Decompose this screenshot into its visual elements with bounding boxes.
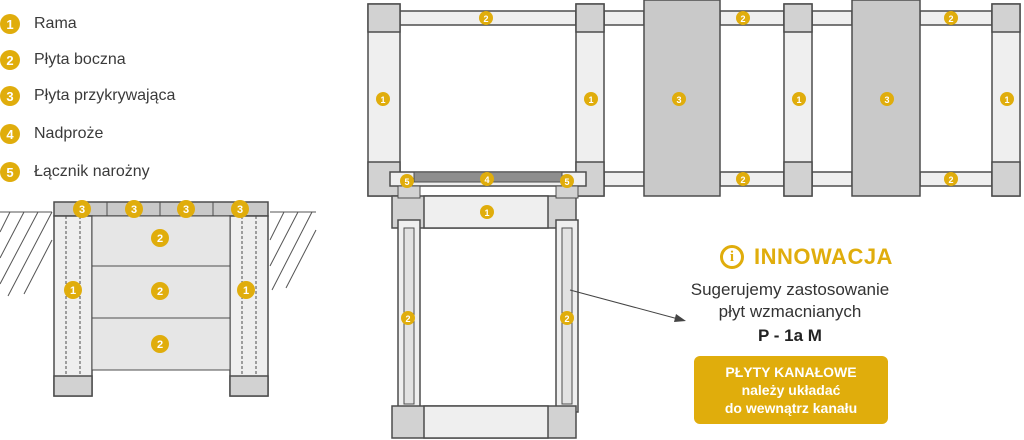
svg-text:3: 3 — [183, 204, 189, 216]
number-marker: 2 — [151, 282, 169, 300]
svg-text:1: 1 — [70, 285, 76, 297]
number-marker: 2 — [944, 172, 958, 186]
svg-text:2: 2 — [948, 14, 953, 24]
number-marker: 1 — [376, 92, 390, 106]
svg-text:2: 2 — [483, 14, 488, 24]
svg-text:5: 5 — [404, 177, 409, 187]
legend-badge: 3 — [0, 86, 20, 106]
svg-text:1: 1 — [588, 95, 593, 105]
rail-bottom-4 — [811, 171, 853, 187]
svg-text:3: 3 — [237, 204, 243, 216]
legend-badge: 4 — [0, 124, 20, 144]
notice-line-3: do wewnątrz kanału — [724, 400, 858, 416]
legend-item: 3 Płyta przykrywająca — [0, 84, 175, 108]
rail-top-4 — [811, 10, 853, 26]
svg-text:1: 1 — [1004, 95, 1009, 105]
legend-badge: 2 — [0, 50, 20, 70]
svg-text:2: 2 — [157, 233, 163, 245]
section-foot-left — [53, 375, 93, 397]
legend-item: 5 Łącznik narożny — [0, 160, 150, 184]
legend-badge: 5 — [0, 162, 20, 182]
channel-plates-notice: PŁYTY KANAŁOWE należy układać do wewnątr… — [694, 356, 888, 424]
section-wall-right — [229, 215, 269, 397]
svg-text:5: 5 — [564, 177, 569, 187]
soil-hatch-left — [0, 211, 53, 297]
svg-text:2: 2 — [157, 286, 163, 298]
markers: 3 3 3 3 2 2 2 1 1 2 2 2 1 1 3 1 3 1 4 5 5 2 2 1 2 2 — [64, 11, 1014, 353]
rail-bottom-3 — [719, 171, 785, 187]
cross-section — [0, 201, 317, 397]
number-marker: 2 — [401, 311, 415, 325]
svg-text:1: 1 — [380, 95, 385, 105]
number-marker: 1 — [792, 92, 806, 106]
legend-label: Rama — [34, 15, 77, 32]
number-marker: 3 — [231, 200, 249, 218]
number-marker: 4 — [480, 172, 494, 186]
arrow-head — [674, 314, 686, 322]
section-foot-right — [229, 375, 269, 397]
rail-bottom-2 — [603, 171, 645, 187]
number-marker: 2 — [151, 335, 169, 353]
number-marker: 5 — [400, 174, 414, 188]
number-marker: 2 — [944, 11, 958, 25]
number-marker: 2 — [560, 311, 574, 325]
svg-text:3: 3 — [79, 204, 85, 216]
legend-badge: 1 — [0, 14, 20, 34]
svg-text:3: 3 — [676, 95, 681, 105]
number-marker: 5 — [560, 174, 574, 188]
number-marker: 2 — [736, 172, 750, 186]
number-marker: 2 — [479, 11, 493, 25]
svg-text:4: 4 — [484, 175, 489, 185]
number-marker: 1 — [237, 281, 255, 299]
svg-text:1: 1 — [796, 95, 801, 105]
number-marker: 3 — [125, 200, 143, 218]
soil-hatch-right — [269, 211, 317, 291]
suggestion-line-1: Sugerujemy zastosowanie — [690, 280, 890, 299]
number-marker: 3 — [73, 200, 91, 218]
number-marker: 3 — [880, 92, 894, 106]
number-marker: 3 — [177, 200, 195, 218]
legend-label: Płyta boczna — [34, 51, 126, 68]
svg-text:3: 3 — [884, 95, 889, 105]
legend-label: Nadproże — [34, 125, 104, 142]
legend-item: 1 Rama — [0, 12, 77, 36]
svg-text:2: 2 — [948, 175, 953, 185]
svg-text:2: 2 — [564, 314, 569, 324]
svg-text:2: 2 — [157, 339, 163, 351]
svg-text:3: 3 — [131, 204, 137, 216]
arrow-line — [569, 289, 683, 321]
svg-text:2: 2 — [740, 175, 745, 185]
rail-top-3 — [719, 10, 785, 26]
svg-text:1: 1 — [484, 208, 489, 218]
plate-model: P - 1a M — [758, 326, 822, 345]
notice-line-2: należy układać — [741, 382, 841, 398]
legend-item: 4 Nadproże — [0, 122, 103, 146]
rail-top-2 — [603, 10, 645, 26]
number-marker: 1 — [1000, 92, 1014, 106]
svg-text:2: 2 — [405, 314, 410, 324]
number-marker: 2 — [151, 229, 169, 247]
plan-view — [367, 0, 1021, 439]
info-icon: i — [720, 245, 744, 269]
section-wall-left — [53, 215, 93, 397]
number-marker: 1 — [64, 281, 82, 299]
number-marker: 1 — [480, 205, 494, 219]
notice-line-1: PŁYTY KANAŁOWE — [725, 364, 857, 380]
corner-connector-left — [397, 185, 421, 199]
legend-label: Łącznik narożny — [34, 163, 150, 180]
svg-text:2: 2 — [740, 14, 745, 24]
legend-item: 2 Płyta boczna — [0, 48, 126, 72]
legend-label: Płyta przykrywająca — [34, 87, 176, 104]
number-marker: 2 — [736, 11, 750, 25]
suggestion-line-2: płyt wzmacnianych — [718, 302, 862, 321]
number-marker: 1 — [584, 92, 598, 106]
innovation-title: INNOWACJA — [754, 244, 893, 269]
svg-text:1: 1 — [243, 285, 249, 297]
number-marker: 3 — [672, 92, 686, 106]
innovation-title-row: i INNOWACJA — [720, 244, 893, 270]
